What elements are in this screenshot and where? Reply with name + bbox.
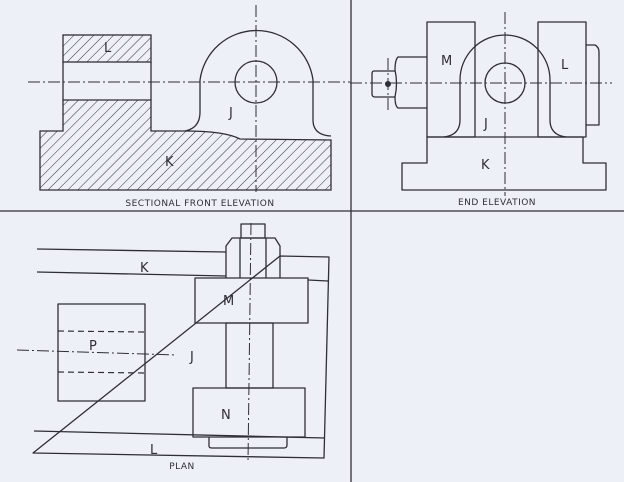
plan-view: K M P J N L PLAN	[16, 222, 330, 472]
part-m-block	[426, 21, 476, 138]
label-l: L	[561, 58, 569, 73]
hidden-line	[57, 371, 146, 374]
caption-end: END ELEVATION	[458, 198, 536, 208]
end-elevation: M L J K END ELEVATION	[350, 12, 612, 208]
part-l-boss	[586, 44, 600, 126]
hidden-line	[57, 330, 146, 333]
label-p: P	[89, 339, 97, 354]
label-k: K	[481, 158, 490, 173]
part-m	[194, 277, 309, 324]
part-l-bore	[62, 62, 152, 100]
label-m: M	[223, 294, 234, 309]
label-m: M	[441, 54, 452, 69]
part-k-outline	[32, 248, 330, 459]
label-n: N	[221, 408, 231, 423]
part-j-pedestal	[184, 29, 332, 137]
label-k: K	[165, 155, 174, 170]
label-l: L	[104, 41, 112, 56]
part-k-base	[401, 136, 607, 191]
part-p	[57, 303, 146, 402]
label-k: K	[140, 261, 149, 276]
horizontal-centerline	[16, 349, 177, 356]
caption-front: SECTIONAL FRONT ELEVATION	[125, 199, 274, 209]
nut-top	[225, 237, 281, 278]
sectional-front-elevation: L J K SECTIONAL FRONT ELEVATION	[28, 5, 350, 209]
part-k-edge-right	[307, 279, 329, 282]
label-j: J	[228, 106, 233, 121]
part-k-edge	[36, 271, 227, 277]
label-j: J	[189, 350, 194, 365]
label-l: L	[150, 443, 158, 458]
caption-plan: PLAN	[169, 462, 195, 472]
vertical-centerline	[247, 222, 252, 463]
part-k-base-section	[39, 99, 332, 191]
bolt-end	[371, 70, 395, 98]
bolt-thread-end	[240, 223, 266, 239]
part-l-block	[537, 21, 587, 138]
part-l-upper-section	[62, 34, 152, 63]
label-j: J	[483, 117, 488, 132]
